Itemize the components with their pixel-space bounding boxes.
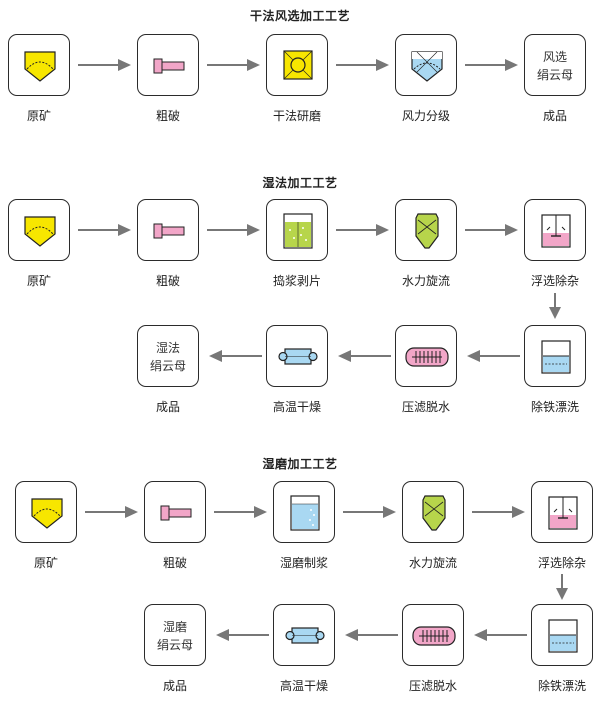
step-wet-mill-box	[273, 481, 335, 543]
arrow-right-icon	[207, 59, 260, 71]
dryer-icon	[278, 348, 318, 365]
raw-ore-icon	[24, 216, 56, 247]
step-label: 粗破	[162, 556, 187, 570]
flotation-cell-icon	[548, 496, 578, 530]
step-dryer-box	[273, 604, 335, 666]
filter-press-icon	[412, 626, 456, 646]
arrow-left-icon	[467, 350, 520, 362]
step-label: 压滤脱水	[401, 400, 450, 414]
slurry-tank-icon	[290, 495, 320, 531]
step-label: 风力分级	[401, 109, 450, 123]
product-text-line: 绢云母	[149, 359, 186, 373]
step-filter-press-box	[402, 604, 464, 666]
jaw-crusher-icon	[153, 58, 185, 74]
filter-press-icon	[405, 347, 449, 367]
step-label: 浮选除杂	[530, 274, 579, 288]
step-hydrocyclone-box	[402, 481, 464, 543]
arrow-right-icon	[343, 506, 396, 518]
arrow-down-icon	[556, 574, 568, 600]
step-raw-ore-box	[15, 481, 77, 543]
step-label: 原矿	[26, 274, 51, 288]
step-label: 浮选除杂	[537, 556, 586, 570]
step-crusher-box	[144, 481, 206, 543]
arrow-right-icon	[78, 59, 131, 71]
arrow-left-icon	[474, 629, 527, 641]
step-label: 成品	[542, 109, 567, 123]
arrow-right-icon	[85, 506, 138, 518]
arrow-right-icon	[214, 506, 267, 518]
step-product-box: 湿法 绢云母	[137, 325, 199, 387]
step-flotation-box	[531, 481, 593, 543]
step-raw-ore-box	[8, 34, 70, 96]
step-label: 原矿	[26, 109, 51, 123]
arrow-right-icon	[472, 506, 525, 518]
step-label: 捣浆剥片	[272, 274, 321, 288]
arrow-right-icon	[465, 224, 518, 236]
step-wash-box	[524, 325, 586, 387]
step-flotation-box	[524, 199, 586, 261]
iron-removal-wash-icon	[548, 619, 578, 653]
arrow-right-icon	[78, 224, 131, 236]
step-label: 成品	[155, 400, 180, 414]
section-title-wet-grind: 湿磨加工工艺	[262, 457, 338, 471]
product-text: 湿磨 绢云母	[145, 618, 205, 654]
hydrocyclone-icon	[422, 495, 446, 531]
product-text: 湿法 绢云母	[138, 339, 198, 375]
step-label: 除铁漂洗	[530, 400, 579, 414]
jaw-crusher-icon	[160, 505, 192, 521]
step-label: 高温干燥	[279, 679, 328, 693]
step-product-box: 湿磨 绢云母	[144, 604, 206, 666]
step-label: 原矿	[33, 556, 58, 570]
section-title-wet: 湿法加工工艺	[262, 176, 338, 190]
step-label: 高温干燥	[272, 400, 321, 414]
product-text-line: 绢云母	[536, 68, 573, 82]
product-text-line: 湿法	[155, 341, 180, 355]
air-classifier-icon	[411, 51, 443, 82]
product-text-line: 绢云母	[156, 638, 193, 652]
step-crusher-box	[137, 199, 199, 261]
product-text-line: 风选	[542, 50, 567, 64]
dryer-icon	[285, 627, 325, 644]
step-hydrocyclone-box	[395, 199, 457, 261]
step-slurry-box	[266, 199, 328, 261]
step-classifier-box	[395, 34, 457, 96]
step-mill-box	[266, 34, 328, 96]
step-label: 除铁漂洗	[537, 679, 586, 693]
flotation-cell-icon	[541, 214, 571, 248]
product-text-line: 湿磨	[162, 620, 187, 634]
step-label: 水力旋流	[401, 274, 450, 288]
step-filter-press-box	[395, 325, 457, 387]
arrow-right-icon	[465, 59, 518, 71]
arrow-down-icon	[549, 293, 561, 319]
step-dryer-box	[266, 325, 328, 387]
step-label: 粗破	[155, 109, 180, 123]
raw-ore-icon	[31, 498, 63, 529]
product-text: 风选 绢云母	[525, 48, 585, 84]
arrow-right-icon	[336, 224, 389, 236]
hydrocyclone-icon	[415, 213, 439, 249]
step-raw-ore-box	[8, 199, 70, 261]
step-label: 压滤脱水	[408, 679, 457, 693]
arrow-right-icon	[336, 59, 389, 71]
mill-icon	[283, 50, 313, 80]
step-label: 水力旋流	[408, 556, 457, 570]
step-label: 干法研磨	[272, 109, 321, 123]
iron-removal-wash-icon	[541, 340, 571, 374]
step-label: 湿磨制浆	[279, 556, 328, 570]
step-product-box: 风选 绢云母	[524, 34, 586, 96]
step-label: 成品	[162, 679, 187, 693]
jaw-crusher-icon	[153, 223, 185, 239]
arrow-right-icon	[207, 224, 260, 236]
arrow-left-icon	[216, 629, 269, 641]
arrow-left-icon	[345, 629, 398, 641]
arrow-left-icon	[209, 350, 262, 362]
section-title-dry: 干法风选加工工艺	[249, 9, 350, 23]
raw-ore-icon	[24, 51, 56, 82]
step-label: 粗破	[155, 274, 180, 288]
slurry-tank-icon	[283, 213, 313, 249]
step-wash-box	[531, 604, 593, 666]
step-crusher-box	[137, 34, 199, 96]
arrow-left-icon	[338, 350, 391, 362]
